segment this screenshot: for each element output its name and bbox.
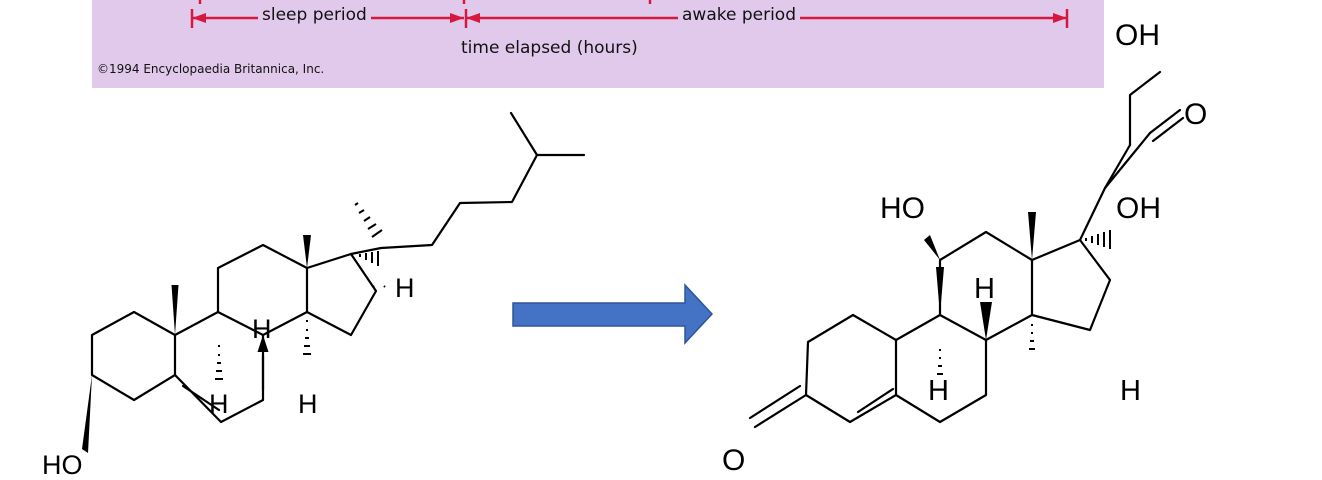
cortisol-hydroxyl-top-label: OH [1115,19,1160,52]
copyright-text: ©1994 Encyclopaedia Britannica, Inc. [97,62,325,76]
cortisol-hydroxyl-right-label: OH [1116,192,1161,225]
cortisol-ketone-ring-label: O [722,444,745,477]
cortisol-ketone-side-label: O [1184,98,1207,131]
time-axis-label: time elapsed (hours) [461,38,638,58]
cortisol-h-label: H [974,273,995,305]
right-arrow-icon [512,283,714,345]
cortisol-h-label: H [1120,375,1141,407]
cholesterol-h-label: H [252,314,272,344]
cholesterol-structure: HO H H H H [42,111,586,480]
cholesterol-h-label: H [298,389,318,419]
cholesterol-h-label: H [395,273,415,303]
cholesterol-h-label: H [209,389,229,419]
cortisol-h-label: H [928,375,949,407]
cortisol-hydroxyl-left-label: HO [880,192,925,225]
sleep-period-label: sleep period [258,5,371,25]
awake-period-label: awake period [678,5,800,25]
cortisol-structure: OH O HO OH O H H H [722,19,1207,477]
cholesterol-hydroxyl-label: HO [42,450,83,480]
sleep-wake-banner: sleep period awake period time elapsed (… [92,0,1104,88]
